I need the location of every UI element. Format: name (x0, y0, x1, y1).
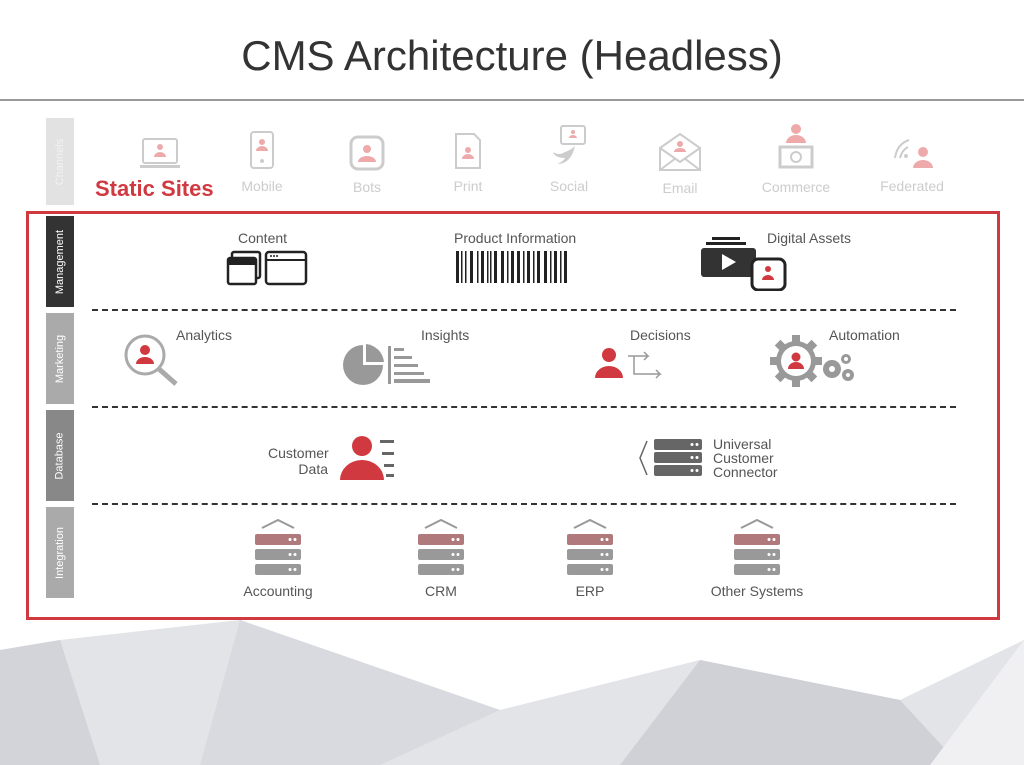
envelope-icon (659, 132, 701, 171)
channel-print: Print (418, 132, 518, 194)
layer-divider (92, 406, 956, 408)
layer-divider (92, 503, 956, 505)
layer-label-management: Management (46, 216, 74, 307)
content-windows-icon (226, 250, 308, 286)
page-title: CMS Architecture (Headless) (241, 32, 783, 79)
insights-chart-icon (343, 344, 430, 385)
insights-label: Insights (421, 327, 470, 343)
bot-icon (349, 135, 385, 171)
channel-social: Social (519, 124, 619, 194)
product-information-label: Product Information (454, 230, 577, 246)
crm-label: CRM (425, 583, 457, 599)
universal-connector-server-icon (639, 439, 702, 476)
channel-static-sites: Static Sites (95, 176, 214, 201)
layer-label-marketing: Marketing (46, 313, 74, 404)
barcode-icon (456, 251, 567, 283)
document-icon (455, 133, 481, 169)
wireless-user-icon (894, 139, 933, 168)
erp-server-icon (567, 518, 613, 575)
commerce-icon (778, 124, 814, 169)
crm-server-icon (418, 518, 464, 575)
channel-email: Email (630, 132, 730, 196)
layer-label-channels: Channels (46, 118, 74, 205)
decisions-label: Decisions (630, 327, 691, 343)
divider (0, 99, 1024, 101)
customer-data-icon (340, 436, 394, 480)
content-label: Content (238, 230, 288, 246)
channel-commerce: Commerce (746, 123, 846, 195)
digital-assets-label: Digital Assets (767, 230, 852, 246)
layer-label-database: Database (46, 410, 74, 501)
analytics-magnifier-icon (124, 334, 178, 386)
accounting-label: Accounting (243, 583, 313, 599)
channel-mobile: Mobile (212, 130, 312, 194)
erp-label: ERP (575, 583, 605, 599)
digital-assets-icon (701, 237, 787, 291)
layer-divider (92, 309, 956, 311)
layer-label-integration: Integration (46, 507, 74, 598)
twitter-chat-icon (553, 125, 586, 164)
other-systems-server-icon (734, 518, 780, 575)
analytics-label: Analytics (176, 327, 233, 343)
channel-bots: Bots (317, 135, 417, 195)
decisions-icon (595, 348, 662, 379)
headless-cms-boundary (26, 211, 1000, 620)
laptop-icon (140, 138, 180, 168)
other-systems-label: Other Systems (710, 583, 804, 599)
mobile-icon (250, 131, 274, 169)
accounting-server-icon (255, 518, 301, 575)
channel-federated: Federated (862, 134, 962, 194)
automation-label: Automation (829, 327, 900, 343)
mountain-background (0, 620, 1024, 765)
automation-gears-icon (770, 335, 854, 387)
